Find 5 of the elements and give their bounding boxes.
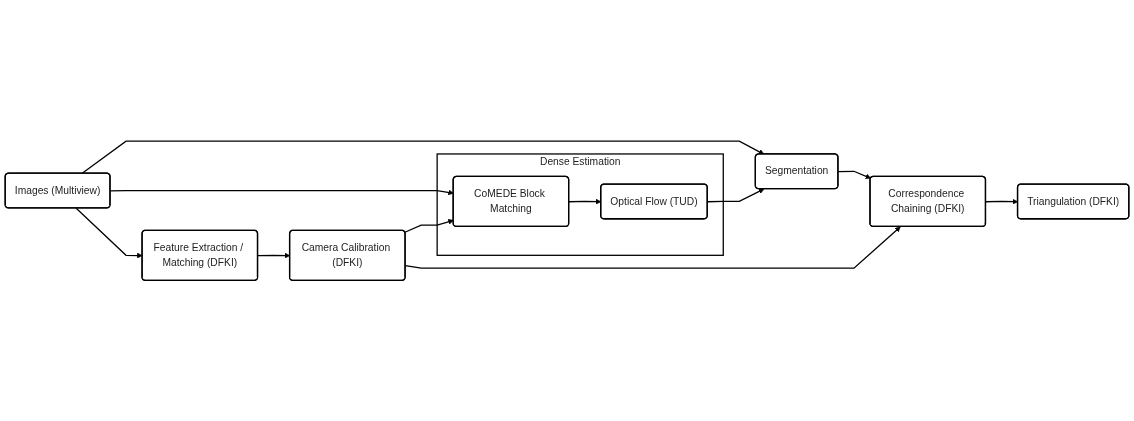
arrow bbox=[81, 140, 765, 174]
arrow bbox=[837, 170, 871, 179]
arrow bbox=[109, 189, 454, 195]
arrow bbox=[404, 218, 454, 233]
arrow bbox=[75, 207, 143, 259]
